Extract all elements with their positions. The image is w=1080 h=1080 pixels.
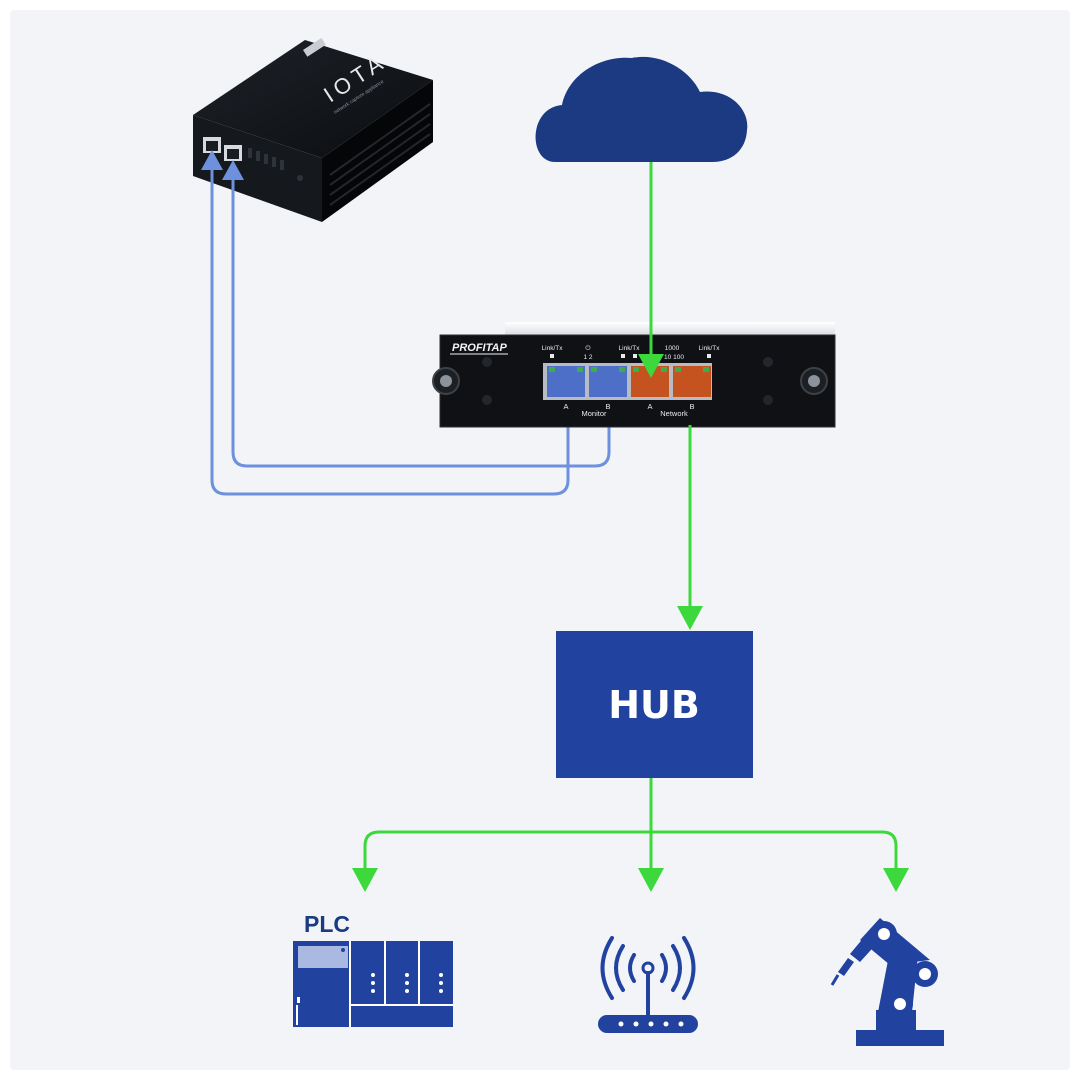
plc-icon: PLC: [293, 911, 453, 1027]
data-links: [363, 162, 898, 872]
iota-screw: [297, 175, 303, 181]
monitor-links: [210, 162, 611, 496]
arrow-into-tap: [638, 354, 664, 378]
power-label: ⏻: [585, 345, 590, 352]
power-sublabel: 1 2: [583, 354, 592, 361]
iota-label-badge: [303, 38, 326, 57]
hub-node: HUB: [556, 631, 753, 778]
arrow-to-wifi: [638, 868, 664, 892]
link-hub-to-plc-robot: [363, 830, 898, 872]
wireless-router-icon: [598, 936, 698, 1033]
led-label-linktx-network-a: Link/Tx: [619, 345, 641, 352]
iota-device: IOTA network capture appliance: [193, 38, 433, 222]
monitor-link-a: [210, 162, 570, 496]
arrow-to-iota-port-1: [201, 150, 223, 170]
diagram-panel: [10, 10, 1070, 1070]
hub-label: HUB: [608, 683, 700, 727]
led-label-linktx-network-b: Link/Tx: [699, 345, 721, 352]
arrow-to-iota-port-2: [222, 160, 244, 180]
monitor-link-b: [231, 172, 611, 468]
monitor-label: Monitor: [581, 409, 607, 418]
network-port-a-label: A: [647, 402, 652, 411]
tap-brand-text: PROFITAP: [452, 342, 507, 354]
plc-label: PLC: [304, 911, 350, 937]
monitor-port-a-label: A: [563, 402, 568, 411]
monitor-port-b-label: B: [605, 402, 610, 411]
arrow-into-hub: [677, 606, 703, 630]
cloud-icon: [535, 56, 748, 163]
speed-sublabel: 10 100: [664, 354, 684, 361]
led-label-1000: 1000: [665, 345, 680, 352]
profitap-device: PROFITAP Link/Tx ⏻ Link/Tx 1000 Link/Tx …: [432, 322, 836, 428]
arrow-to-robot: [883, 868, 909, 892]
robot-arm-icon: [830, 918, 944, 1046]
led-label-linktx-monitor: Link/Tx: [542, 345, 564, 352]
network-port-b-label: B: [689, 402, 694, 411]
network-label: Network: [660, 409, 688, 418]
arrow-to-plc: [352, 868, 378, 892]
